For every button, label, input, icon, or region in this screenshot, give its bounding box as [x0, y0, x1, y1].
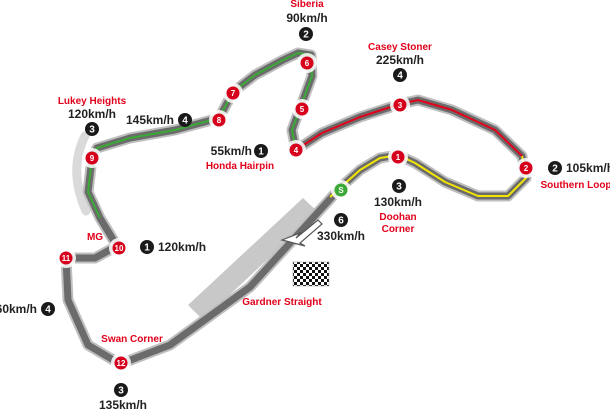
turn-markers: 1 2 3 4 5 6 7	[56, 53, 536, 373]
gear-turn-8: 4	[182, 116, 188, 127]
gear-badge-swan	[114, 383, 128, 397]
turn-10-marker: 10	[109, 238, 129, 258]
turn-6-marker: 6	[297, 53, 317, 73]
turn-9-marker: 9	[82, 148, 102, 168]
corner-name-siberia: Siberia	[290, 0, 324, 10]
speed-doohan: 130km/h	[374, 195, 422, 209]
turn-11-marker: 11	[56, 248, 76, 268]
checkered-flag	[292, 261, 330, 287]
corner-siberia: Siberia 90km/h 2	[286, 0, 328, 41]
corner-name-southern-loop: Southern Loop	[540, 180, 610, 191]
speed-siberia: 90km/h	[286, 11, 327, 25]
gear-swan: 3	[118, 386, 124, 397]
gear-mg: 1	[144, 243, 150, 254]
gear-casey-stoner: 4	[397, 71, 403, 82]
speed-start: 330km/h	[317, 229, 365, 243]
gear-badge-start	[334, 213, 348, 227]
turn-3-number: 3	[398, 101, 403, 110]
turn-2-number: 2	[524, 164, 529, 173]
corner-name-lukey-heights: Lukey Heights	[58, 96, 127, 107]
corner-name-casey-stoner: Casey Stoner	[368, 42, 432, 53]
sector-yellow-line	[329, 154, 527, 198]
speed-turn-11: 160km/h	[0, 302, 37, 316]
turn-2-marker: 2	[516, 158, 536, 178]
corner-doohan: 3 130km/h Doohan Corner	[374, 179, 422, 235]
turn-1-number: 1	[396, 153, 401, 162]
turn-12-number: 12	[117, 359, 126, 368]
corner-honda-hairpin: 55km/h 1 Honda Hairpin	[206, 144, 274, 172]
corner-lukey-heights: Lukey Heights 120km/h 3	[58, 96, 127, 136]
gear-honda-hairpin: 1	[258, 147, 264, 158]
turn-11-number: 11	[62, 254, 71, 263]
gear-badge-siberia	[299, 27, 313, 41]
corner-name-mg: MG	[87, 232, 103, 243]
gear-southern-loop: 2	[552, 164, 558, 175]
gear-badge-casey-stoner	[393, 68, 407, 82]
corner-start-finish: 6 330km/h	[317, 213, 365, 243]
speed-lukey-heights: 120km/h	[68, 107, 116, 121]
gear-badge-mg	[140, 240, 154, 254]
turn-9-number: 9	[90, 154, 95, 163]
corner-mg: MG 1 120km/h	[87, 232, 206, 254]
turn-3-marker: 3	[390, 95, 410, 115]
start-letter: S	[338, 186, 344, 195]
turn-7-number: 7	[231, 89, 236, 98]
speed-southern-loop: 105km/h	[566, 161, 610, 175]
runoff-area	[72, 131, 91, 216]
gear-badge-honda-hairpin	[254, 144, 268, 158]
pit-lane	[188, 198, 318, 320]
turn-7-marker: 7	[223, 83, 243, 103]
speed-swan: 135km/h	[99, 398, 147, 412]
corner-name-doohan-line1: Doohan	[379, 212, 416, 223]
turn-4-number: 4	[294, 146, 299, 155]
corner-turn-11: 160km/h 4	[0, 302, 55, 316]
gear-start: 6	[338, 216, 344, 227]
start-marker: S	[331, 180, 351, 200]
gear-badge-turn-8	[178, 113, 192, 127]
turn-6-number: 6	[305, 59, 310, 68]
corner-name-doohan-line2: Corner	[382, 224, 415, 235]
turn-4-marker: 4	[286, 140, 306, 160]
corner-southern-loop: 2 105km/h Southern Loop	[540, 161, 610, 191]
gear-siberia: 2	[303, 30, 309, 41]
turn-12-marker: 12	[111, 353, 131, 373]
gear-badge-doohan	[392, 179, 406, 193]
gear-lukey-heights: 3	[89, 125, 95, 136]
turn-8-number: 8	[217, 116, 222, 125]
turn-10-number: 10	[115, 244, 124, 253]
gear-badge-turn-11	[41, 302, 55, 316]
gear-badge-lukey-heights	[85, 122, 99, 136]
corner-casey-stoner: Casey Stoner 225km/h 4	[368, 42, 432, 82]
corner-name-swan: Swan Corner	[101, 334, 163, 345]
turn-5-number: 5	[300, 105, 305, 114]
speed-honda-hairpin: 55km/h	[211, 144, 252, 158]
gear-badge-southern-loop	[548, 161, 562, 175]
direction-arrow	[280, 219, 323, 247]
gear-doohan: 3	[396, 182, 402, 193]
speed-casey-stoner: 225km/h	[376, 53, 424, 67]
gardner-straight-label: Gardner Straight	[242, 297, 322, 308]
speed-turn-8: 145km/h	[126, 113, 174, 127]
turn-1-marker: 1	[388, 147, 408, 167]
turn-5-marker: 5	[292, 99, 312, 119]
corner-name-honda-hairpin: Honda Hairpin	[206, 161, 274, 172]
corner-swan: Swan Corner 3 135km/h	[99, 334, 163, 412]
speed-mg: 120km/h	[158, 240, 206, 254]
gear-turn-11: 4	[45, 305, 51, 316]
corner-turn-8: 145km/h 4	[126, 113, 192, 127]
turn-8-marker: 8	[209, 110, 229, 130]
